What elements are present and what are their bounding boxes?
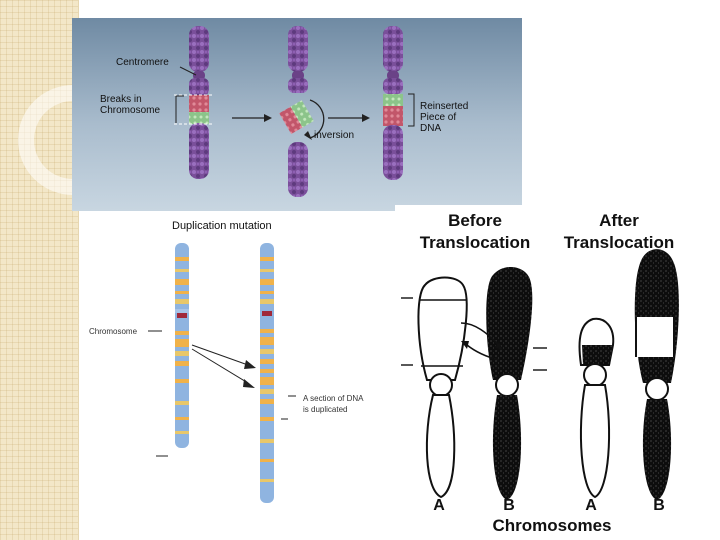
duplication-diagram: Duplication mutation	[78, 213, 388, 503]
chromosome-inverted	[383, 26, 403, 180]
after-header-line1: After	[599, 211, 639, 230]
chromosome-a-before	[417, 276, 468, 499]
arrow-right-1	[232, 114, 272, 122]
chromosomes-caption: Chromosomes	[492, 516, 611, 535]
chromosome-a-after	[578, 317, 615, 499]
label-b-after: B	[653, 497, 665, 514]
rotation-arrow	[309, 99, 325, 139]
duplicated-label-line2: is duplicated	[303, 405, 347, 414]
reinserted-label-line2: Piece of	[420, 112, 456, 123]
inverted-segment	[279, 100, 314, 135]
chromosome-b-before	[486, 266, 533, 500]
chromosome-broken	[279, 26, 314, 197]
breaks-label-line1: Breaks in	[100, 94, 142, 105]
before-header-line1: Before	[448, 211, 502, 230]
label-a-before: A	[433, 497, 445, 514]
reinserted-bracket	[408, 93, 415, 127]
break-dashes	[401, 297, 547, 371]
chromosome-b-after	[634, 249, 679, 500]
breaks-label-line2: Chromosome	[100, 105, 160, 116]
duplication-arrow-upper	[191, 344, 256, 369]
reinserted-label-line1: Reinserted	[420, 101, 468, 112]
translocation-diagram: Before Translocation After Translocation	[395, 205, 695, 535]
inversion-diagram: Centromere Breaks in Chromosome inversio…	[72, 18, 522, 211]
chromosome-label: Chromosome	[89, 327, 138, 336]
after-header-line2: Translocation	[564, 233, 675, 252]
inversion-svg: Centromere Breaks in Chromosome inversio…	[72, 18, 522, 211]
duplication-svg: Duplication mutation	[89, 220, 364, 503]
reinserted-label-line3: DNA	[420, 123, 441, 134]
duplication-title: Duplication mutation	[172, 220, 272, 232]
chromosome-duplicated	[260, 243, 274, 503]
before-header-line2: Translocation	[420, 233, 531, 252]
translocation-svg: Before Translocation After Translocation	[395, 205, 695, 535]
arrow-right-2	[328, 114, 370, 122]
label-a-after: A	[585, 497, 597, 514]
chromosome-normal	[175, 243, 189, 448]
duplicated-label-line1: A section of DNA	[303, 394, 364, 403]
inversion-label: inversion	[314, 130, 354, 141]
label-b-before: B	[503, 497, 515, 514]
chromosome-original	[189, 26, 209, 179]
duplication-arrow-lower	[191, 348, 255, 388]
centromere-leader	[179, 66, 197, 76]
sidebar-decoration	[0, 0, 128, 540]
centromere-label: Centromere	[116, 57, 169, 68]
translocation-arrows	[460, 322, 503, 361]
